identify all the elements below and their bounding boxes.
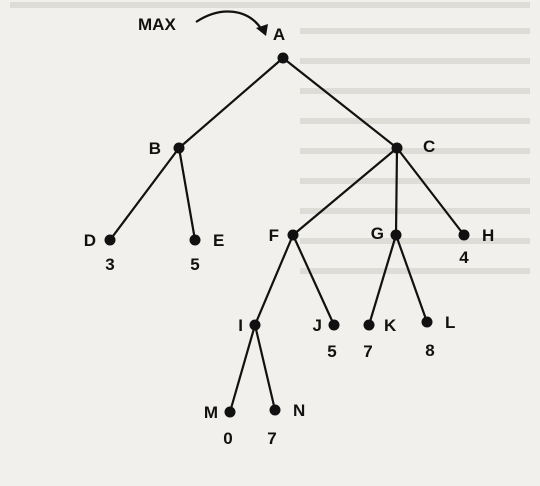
- node-dot-c: [391, 142, 403, 154]
- node-j: J5: [313, 316, 340, 361]
- edge-c-f: [292, 147, 398, 236]
- node-n: N7: [267, 401, 305, 448]
- edge-b-d: [109, 147, 180, 241]
- node-label-f: F: [269, 226, 279, 245]
- edge-f-i: [253, 234, 295, 326]
- edge-c-g: [394, 147, 399, 236]
- node-dot-k: [363, 319, 375, 331]
- node-dot-e: [189, 234, 201, 246]
- node-i: I: [238, 316, 261, 335]
- node-label-i: I: [238, 316, 243, 335]
- node-value-l: 8: [425, 341, 434, 360]
- node-value-k: 7: [363, 342, 372, 361]
- node-label-e: E: [213, 231, 224, 250]
- node-label-b: B: [149, 139, 161, 158]
- node-dot-d: [104, 234, 116, 246]
- node-dot-i: [249, 319, 261, 331]
- tree-edges: [109, 57, 465, 413]
- node-dot-j: [328, 319, 340, 331]
- node-label-n: N: [293, 401, 305, 420]
- node-a: A: [273, 25, 289, 64]
- edge-f-j: [291, 234, 336, 326]
- node-label-l: L: [445, 313, 455, 332]
- node-label-a: A: [273, 25, 285, 44]
- edge-a-b: [178, 57, 284, 149]
- node-b: B: [149, 139, 185, 158]
- node-value-e: 5: [190, 255, 199, 274]
- max-arrowhead: [256, 24, 268, 36]
- node-dot-n: [269, 404, 281, 416]
- node-h: H4: [458, 226, 494, 267]
- node-label-d: D: [84, 231, 96, 250]
- node-l: L8: [421, 313, 455, 360]
- node-label-c: C: [423, 137, 435, 156]
- node-dot-h: [458, 229, 470, 241]
- edge-i-m: [228, 324, 257, 413]
- node-label-g: G: [371, 224, 384, 243]
- edge-a-c: [282, 57, 398, 149]
- node-label-h: H: [482, 226, 494, 245]
- node-value-m: 0: [223, 429, 232, 448]
- node-dot-f: [287, 229, 299, 241]
- max-annotation: MAX: [138, 10, 268, 36]
- max-label: MAX: [138, 15, 176, 34]
- background-texture: [10, 2, 530, 274]
- node-e: E5: [189, 231, 224, 274]
- node-c: C: [391, 137, 435, 156]
- node-value-d: 3: [105, 255, 114, 274]
- max-arrow: [195, 10, 263, 31]
- node-label-m: M: [204, 403, 218, 422]
- node-d: D3: [84, 231, 116, 274]
- node-k: K7: [363, 316, 397, 361]
- node-f: F: [269, 226, 299, 245]
- edge-g-l: [394, 234, 429, 323]
- node-label-j: J: [313, 316, 322, 335]
- node-dot-m: [224, 406, 236, 418]
- node-dot-a: [277, 52, 289, 64]
- node-dot-b: [173, 142, 185, 154]
- node-value-n: 7: [267, 429, 276, 448]
- edge-i-n: [253, 324, 277, 411]
- edge-g-k: [367, 234, 398, 326]
- node-dot-l: [421, 316, 433, 328]
- node-value-j: 5: [327, 342, 336, 361]
- node-m: M0: [204, 403, 236, 448]
- node-dot-g: [390, 229, 402, 241]
- edge-b-e: [177, 147, 197, 241]
- edge-c-h: [396, 147, 465, 236]
- node-value-h: 4: [459, 248, 469, 267]
- node-g: G: [371, 224, 402, 243]
- node-label-k: K: [384, 316, 397, 335]
